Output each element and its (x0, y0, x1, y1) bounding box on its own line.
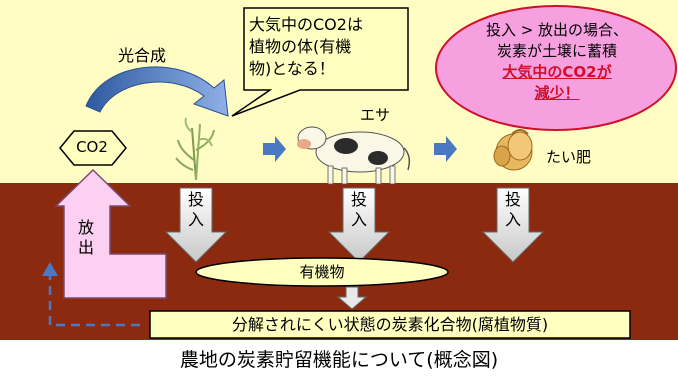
input-arrow-plant (164, 187, 228, 263)
flow-arrow-plant-to-cow (263, 136, 286, 162)
photosynthesis-label: 光合成 (118, 46, 167, 65)
decomposition-arrow (336, 286, 368, 310)
storage-ellipse (435, 5, 677, 131)
input-label-compost: 投入 (498, 190, 528, 230)
input-label-cow: 投入 (344, 190, 374, 230)
compost-bag-icon (493, 129, 533, 171)
input-label-text: 投入 (344, 190, 374, 230)
vertical-char: 投 (350, 190, 367, 209)
photosynthesis-arrow (85, 66, 229, 117)
plant-icon (175, 117, 215, 181)
callout-line: 物)となる！ (249, 59, 335, 78)
flow-arrow-cow-to-compost (434, 136, 457, 162)
callout-line: 大気中のCO2は (249, 15, 363, 34)
vertical-char: 入 (187, 210, 204, 229)
ellipse-text: 投入 > 放出の場合、 炭素が土壌に蓄積 大気中のCO2が 減少！ (452, 20, 662, 104)
vertical-char: 投 (504, 190, 521, 209)
humus-label: 分解されにくい状態の炭素化合物(腐植物質) (231, 315, 549, 334)
feed-label: エサ (360, 106, 391, 124)
ellipse-emphasis-line: 減少！ (534, 84, 580, 102)
dashed-return-arrow (42, 262, 140, 327)
ellipse-emphasis-line: 大気中のCO2が (502, 63, 612, 81)
ellipse-line: 炭素が土壌に蓄積 (496, 42, 617, 60)
input-label-text: 投入 (498, 190, 528, 230)
compost-label: たい肥 (546, 148, 592, 166)
callout-bubble (231, 7, 409, 117)
release-label-text: 放出 (71, 218, 101, 258)
humus-box (149, 310, 631, 339)
vertical-char: 放 (77, 218, 94, 237)
diagram-caption: 農地の炭素貯留機能について(概念図) (179, 349, 499, 371)
co2-label: CO2 (76, 138, 108, 156)
organic-matter-label: 有機物 (299, 263, 345, 281)
release-label: 放出 (71, 218, 101, 258)
input-label-text: 投入 (181, 190, 211, 230)
input-arrow-compost (481, 187, 545, 263)
vertical-char: 入 (350, 210, 367, 229)
vertical-char: 入 (504, 210, 521, 229)
callout-text: 大気中のCO2は 植物の体(有機 物)となる！ (249, 14, 399, 80)
organic-matter-ellipse (195, 257, 449, 287)
release-arrow (54, 168, 167, 299)
input-label-plant: 投入 (181, 190, 211, 230)
vertical-char: 出 (77, 238, 94, 257)
callout-line: 植物の体(有機 (249, 37, 352, 56)
co2-hexagon (59, 130, 127, 166)
ellipse-line: 投入 > 放出の場合、 (485, 21, 629, 39)
vertical-char: 投 (187, 190, 204, 209)
cow-icon (297, 126, 411, 185)
input-arrow-cow (327, 187, 391, 263)
